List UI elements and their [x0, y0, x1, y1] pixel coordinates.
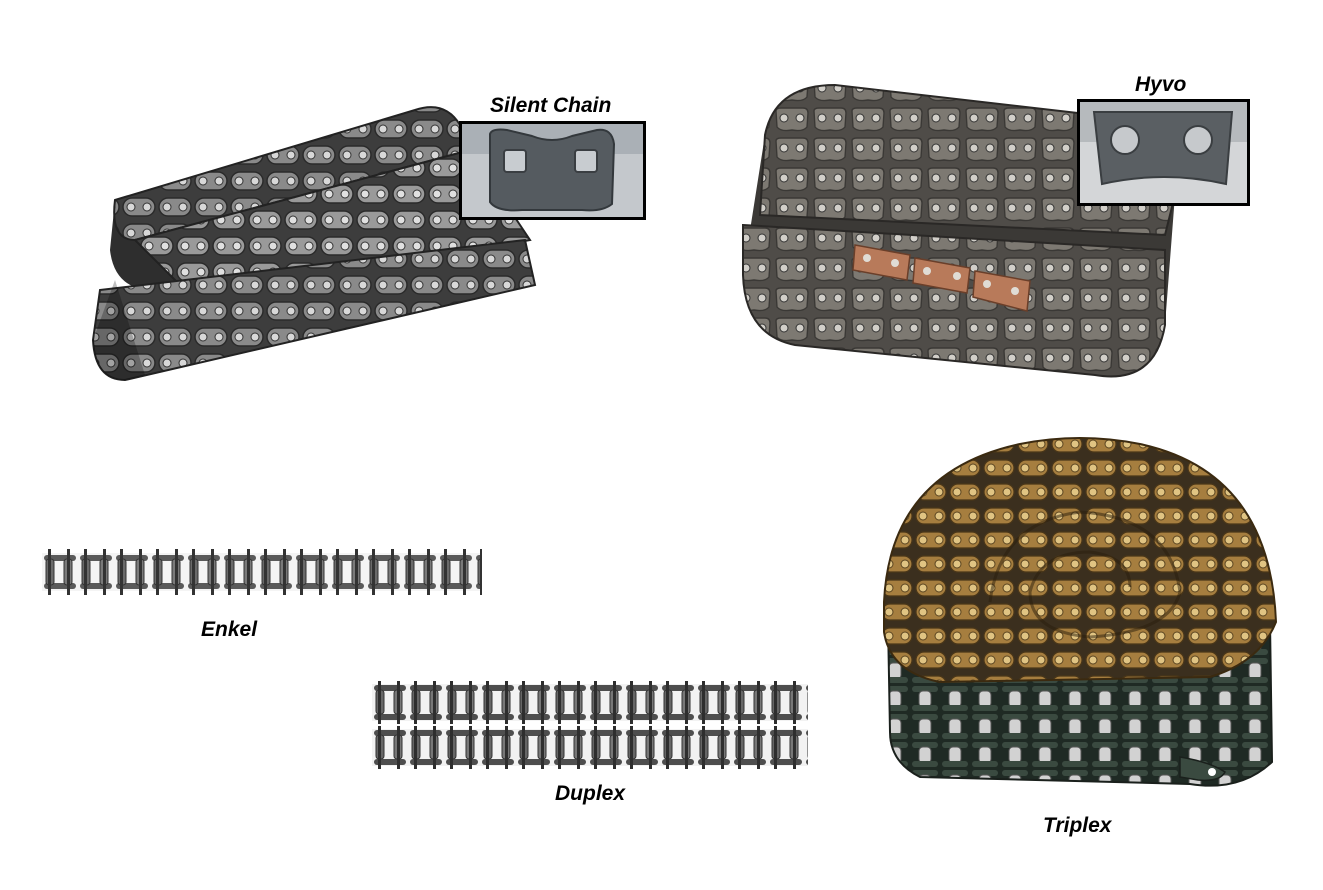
- enkel-chain-photo: [42, 545, 482, 599]
- enkel-label: Enkel: [201, 618, 258, 641]
- hyvo-link-diagram: [1080, 102, 1247, 203]
- copper-link-row: [852, 244, 1031, 312]
- hyvo-label: Hyvo: [1135, 73, 1187, 96]
- duplex-label: Duplex: [555, 782, 626, 805]
- hyvo-chain-photo: [742, 83, 1177, 378]
- silent-chain-label: Silent Chain: [490, 94, 612, 117]
- triplex-chain-photo: [883, 437, 1278, 787]
- triplex-label: Triplex: [1043, 814, 1112, 837]
- silent-link-diagram: [462, 124, 643, 217]
- duplex-chain-photo: [372, 680, 808, 770]
- silent-chain-link-inset: [459, 121, 646, 220]
- silent-chain-photo: [91, 106, 537, 382]
- hyvo-link-inset: [1077, 99, 1250, 206]
